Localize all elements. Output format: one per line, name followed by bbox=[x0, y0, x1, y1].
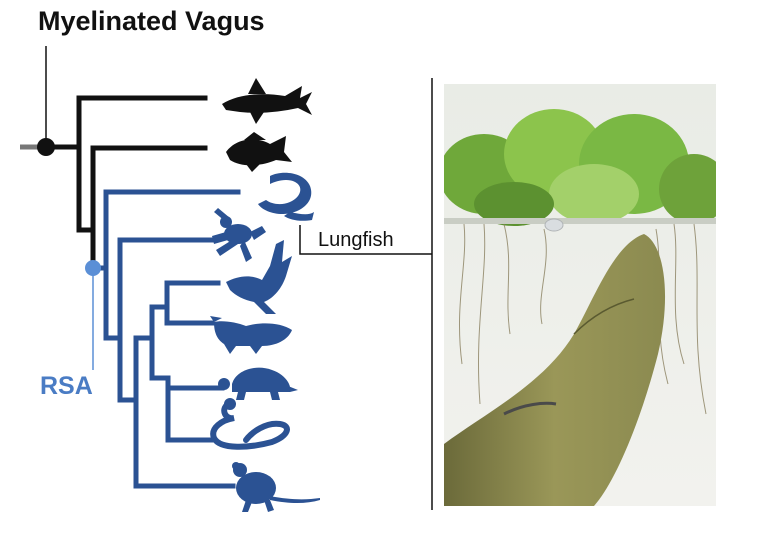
blue-lineage bbox=[90, 189, 241, 489]
bird-silhouette-icon bbox=[226, 240, 292, 314]
lungfish-body bbox=[444, 234, 666, 506]
frog-silhouette-icon bbox=[212, 208, 266, 262]
ray-finned-fish-silhouette-icon bbox=[226, 132, 292, 172]
shark-silhouette-icon bbox=[222, 78, 312, 124]
snake-silhouette-icon bbox=[210, 398, 290, 450]
rodent-silhouette-icon bbox=[232, 462, 320, 512]
water-lettuce-leaves bbox=[444, 109, 716, 226]
crocodile-silhouette-icon bbox=[210, 316, 292, 354]
lungfish-photo bbox=[444, 84, 716, 506]
rsa-node-marker bbox=[85, 260, 101, 276]
label-rsa: RSA bbox=[40, 372, 93, 400]
myelin-node-marker bbox=[37, 138, 55, 156]
lungfish-silhouette-icon bbox=[258, 172, 314, 221]
black-lineage bbox=[43, 95, 208, 271]
turtle-silhouette-icon bbox=[218, 367, 298, 400]
pectoral-fin bbox=[503, 401, 557, 416]
label-lungfish: Lungfish bbox=[318, 229, 394, 251]
lungfish-callout-line bbox=[299, 225, 432, 255]
title-myelinated-vagus: Myelinated Vagus bbox=[38, 6, 265, 36]
